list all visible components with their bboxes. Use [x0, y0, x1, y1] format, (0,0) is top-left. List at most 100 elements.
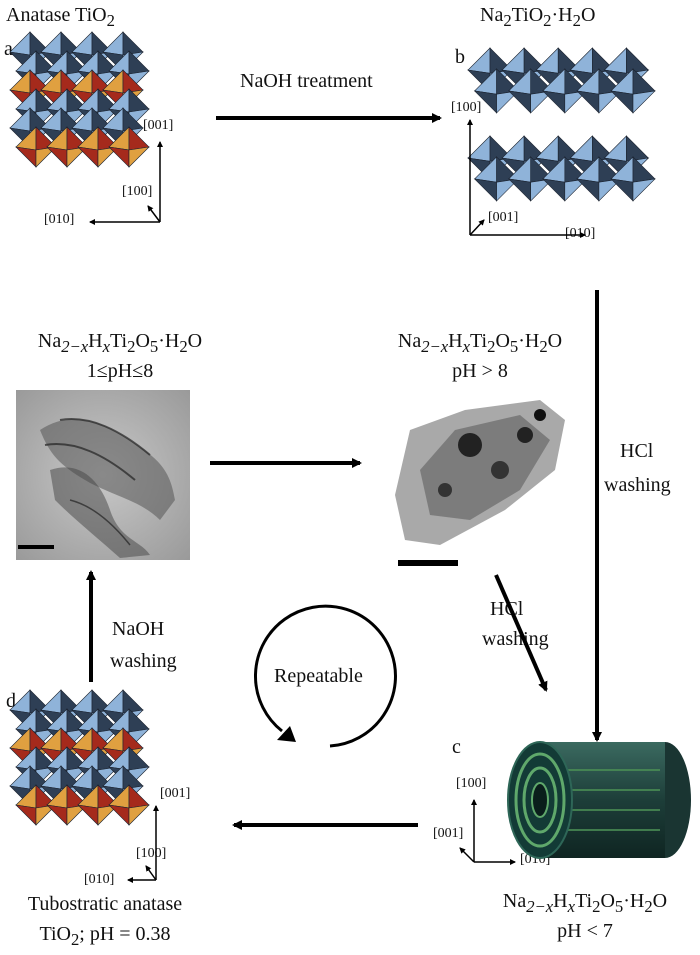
octahedron	[97, 804, 119, 826]
washing-label-right: washing	[604, 474, 671, 496]
washing-label-mid: washing	[482, 628, 549, 650]
octahedron	[35, 804, 57, 826]
octahedron	[15, 804, 37, 826]
axis-a-010: [010]	[44, 212, 75, 227]
octahedron	[507, 90, 532, 114]
axis-d-001: [001]	[160, 786, 191, 801]
panel-c-condition: pH < 7	[557, 920, 613, 942]
panel-e-formula: Na2−xHxTi2O5·H2O	[37, 330, 203, 356]
octahedron	[501, 135, 525, 162]
repeatable-arrowhead	[277, 726, 296, 742]
octahedron	[569, 135, 593, 162]
octahedron	[496, 90, 520, 114]
octahedron	[626, 47, 650, 74]
octahedron	[102, 689, 124, 714]
octahedron	[603, 47, 627, 74]
repeatable-label: Repeatable	[274, 665, 363, 687]
octahedron	[108, 804, 130, 826]
scale-bar-e	[18, 545, 54, 549]
octahedron	[530, 90, 554, 114]
octahedron	[40, 31, 62, 56]
octahedron	[35, 146, 57, 168]
panel-c-formula: Na2−xHxTi2O5·H2O	[502, 890, 668, 916]
octahedron	[9, 31, 31, 56]
panel-f-condition: pH > 8	[452, 360, 508, 382]
octahedron	[108, 146, 130, 168]
octahedron	[66, 146, 88, 168]
octahedron	[501, 47, 525, 74]
octahedron	[564, 178, 588, 202]
panel-d-caption-line2: TiO2; pH = 0.38	[39, 923, 171, 949]
octahedron	[576, 90, 600, 114]
octahedron	[535, 135, 559, 162]
layered-structure-b	[467, 47, 656, 202]
octahedron	[473, 90, 497, 114]
axis-d-010: [010]	[84, 872, 115, 887]
octahedron	[507, 178, 532, 202]
octahedron	[576, 178, 600, 202]
octahedron	[598, 178, 622, 202]
panel-d-letter: d	[6, 690, 16, 712]
octahedron	[467, 135, 491, 162]
octahedron	[128, 146, 150, 168]
panel-a-letter: a	[4, 38, 13, 60]
octahedron	[46, 146, 68, 168]
nanotube-c	[507, 741, 691, 859]
octahedron	[77, 146, 99, 168]
octahedron	[626, 135, 650, 162]
octahedron	[77, 804, 99, 826]
crystal-structure-d	[9, 689, 150, 826]
panel-c-letter: c	[452, 736, 461, 758]
repeatable-cycle-arrow	[253, 604, 397, 748]
washing-label-naoh: washing	[110, 650, 177, 672]
tem-image-e	[16, 390, 190, 560]
scale-bar-f	[398, 560, 458, 566]
octahedron	[569, 47, 593, 74]
octahedron	[97, 146, 119, 168]
arrow-hcl-washing-mid	[494, 574, 548, 692]
axis-c-001: [001]	[433, 826, 464, 841]
axis-a-001: [001]	[143, 118, 174, 133]
axis-c-100: [100]	[456, 776, 487, 791]
axis-d-100: [100]	[136, 846, 167, 861]
octahedron	[564, 90, 588, 114]
octahedron	[71, 689, 93, 714]
octahedron	[603, 135, 627, 162]
tem-image-f	[382, 392, 572, 568]
octahedron	[632, 178, 656, 202]
octahedron	[610, 178, 634, 202]
octahedron	[15, 146, 37, 168]
naoh-treatment-label: NaOH treatment	[240, 70, 373, 92]
octahedron	[122, 689, 144, 714]
octahedron	[66, 804, 88, 826]
octahedron	[496, 178, 520, 202]
octahedron	[40, 689, 62, 714]
hcl-label-right: HCl	[620, 440, 654, 462]
octahedron	[9, 689, 31, 714]
octahedron	[610, 90, 634, 114]
panel-a-title: Anatase TiO2	[6, 4, 115, 30]
octahedron	[541, 178, 566, 202]
panel-b-title: Na2TiO2·H2O	[480, 4, 596, 30]
axis-a-100: [100]	[122, 184, 153, 199]
axis-b-100: [100]	[451, 100, 482, 115]
crystal-structure-a	[9, 31, 150, 168]
panel-f-formula: Na2−xHxTi2O5·H2O	[397, 330, 563, 356]
axis-b-001: [001]	[488, 210, 519, 225]
naoh-label: NaOH	[112, 618, 165, 640]
panel-d-caption-line1: Tubostratic anatase	[27, 893, 183, 915]
panel-e-condition: 1≤pH≤8	[86, 360, 154, 382]
octahedron	[122, 31, 144, 56]
octahedron	[102, 31, 124, 56]
octahedron	[535, 47, 559, 74]
panel-b-letter: b	[455, 46, 465, 68]
octahedron	[541, 90, 566, 114]
octahedron	[530, 178, 554, 202]
octahedron	[632, 90, 656, 114]
octahedron	[473, 178, 497, 202]
octahedron	[467, 47, 491, 74]
octahedron	[46, 804, 68, 826]
octahedron	[71, 31, 93, 56]
octahedron	[128, 804, 150, 826]
